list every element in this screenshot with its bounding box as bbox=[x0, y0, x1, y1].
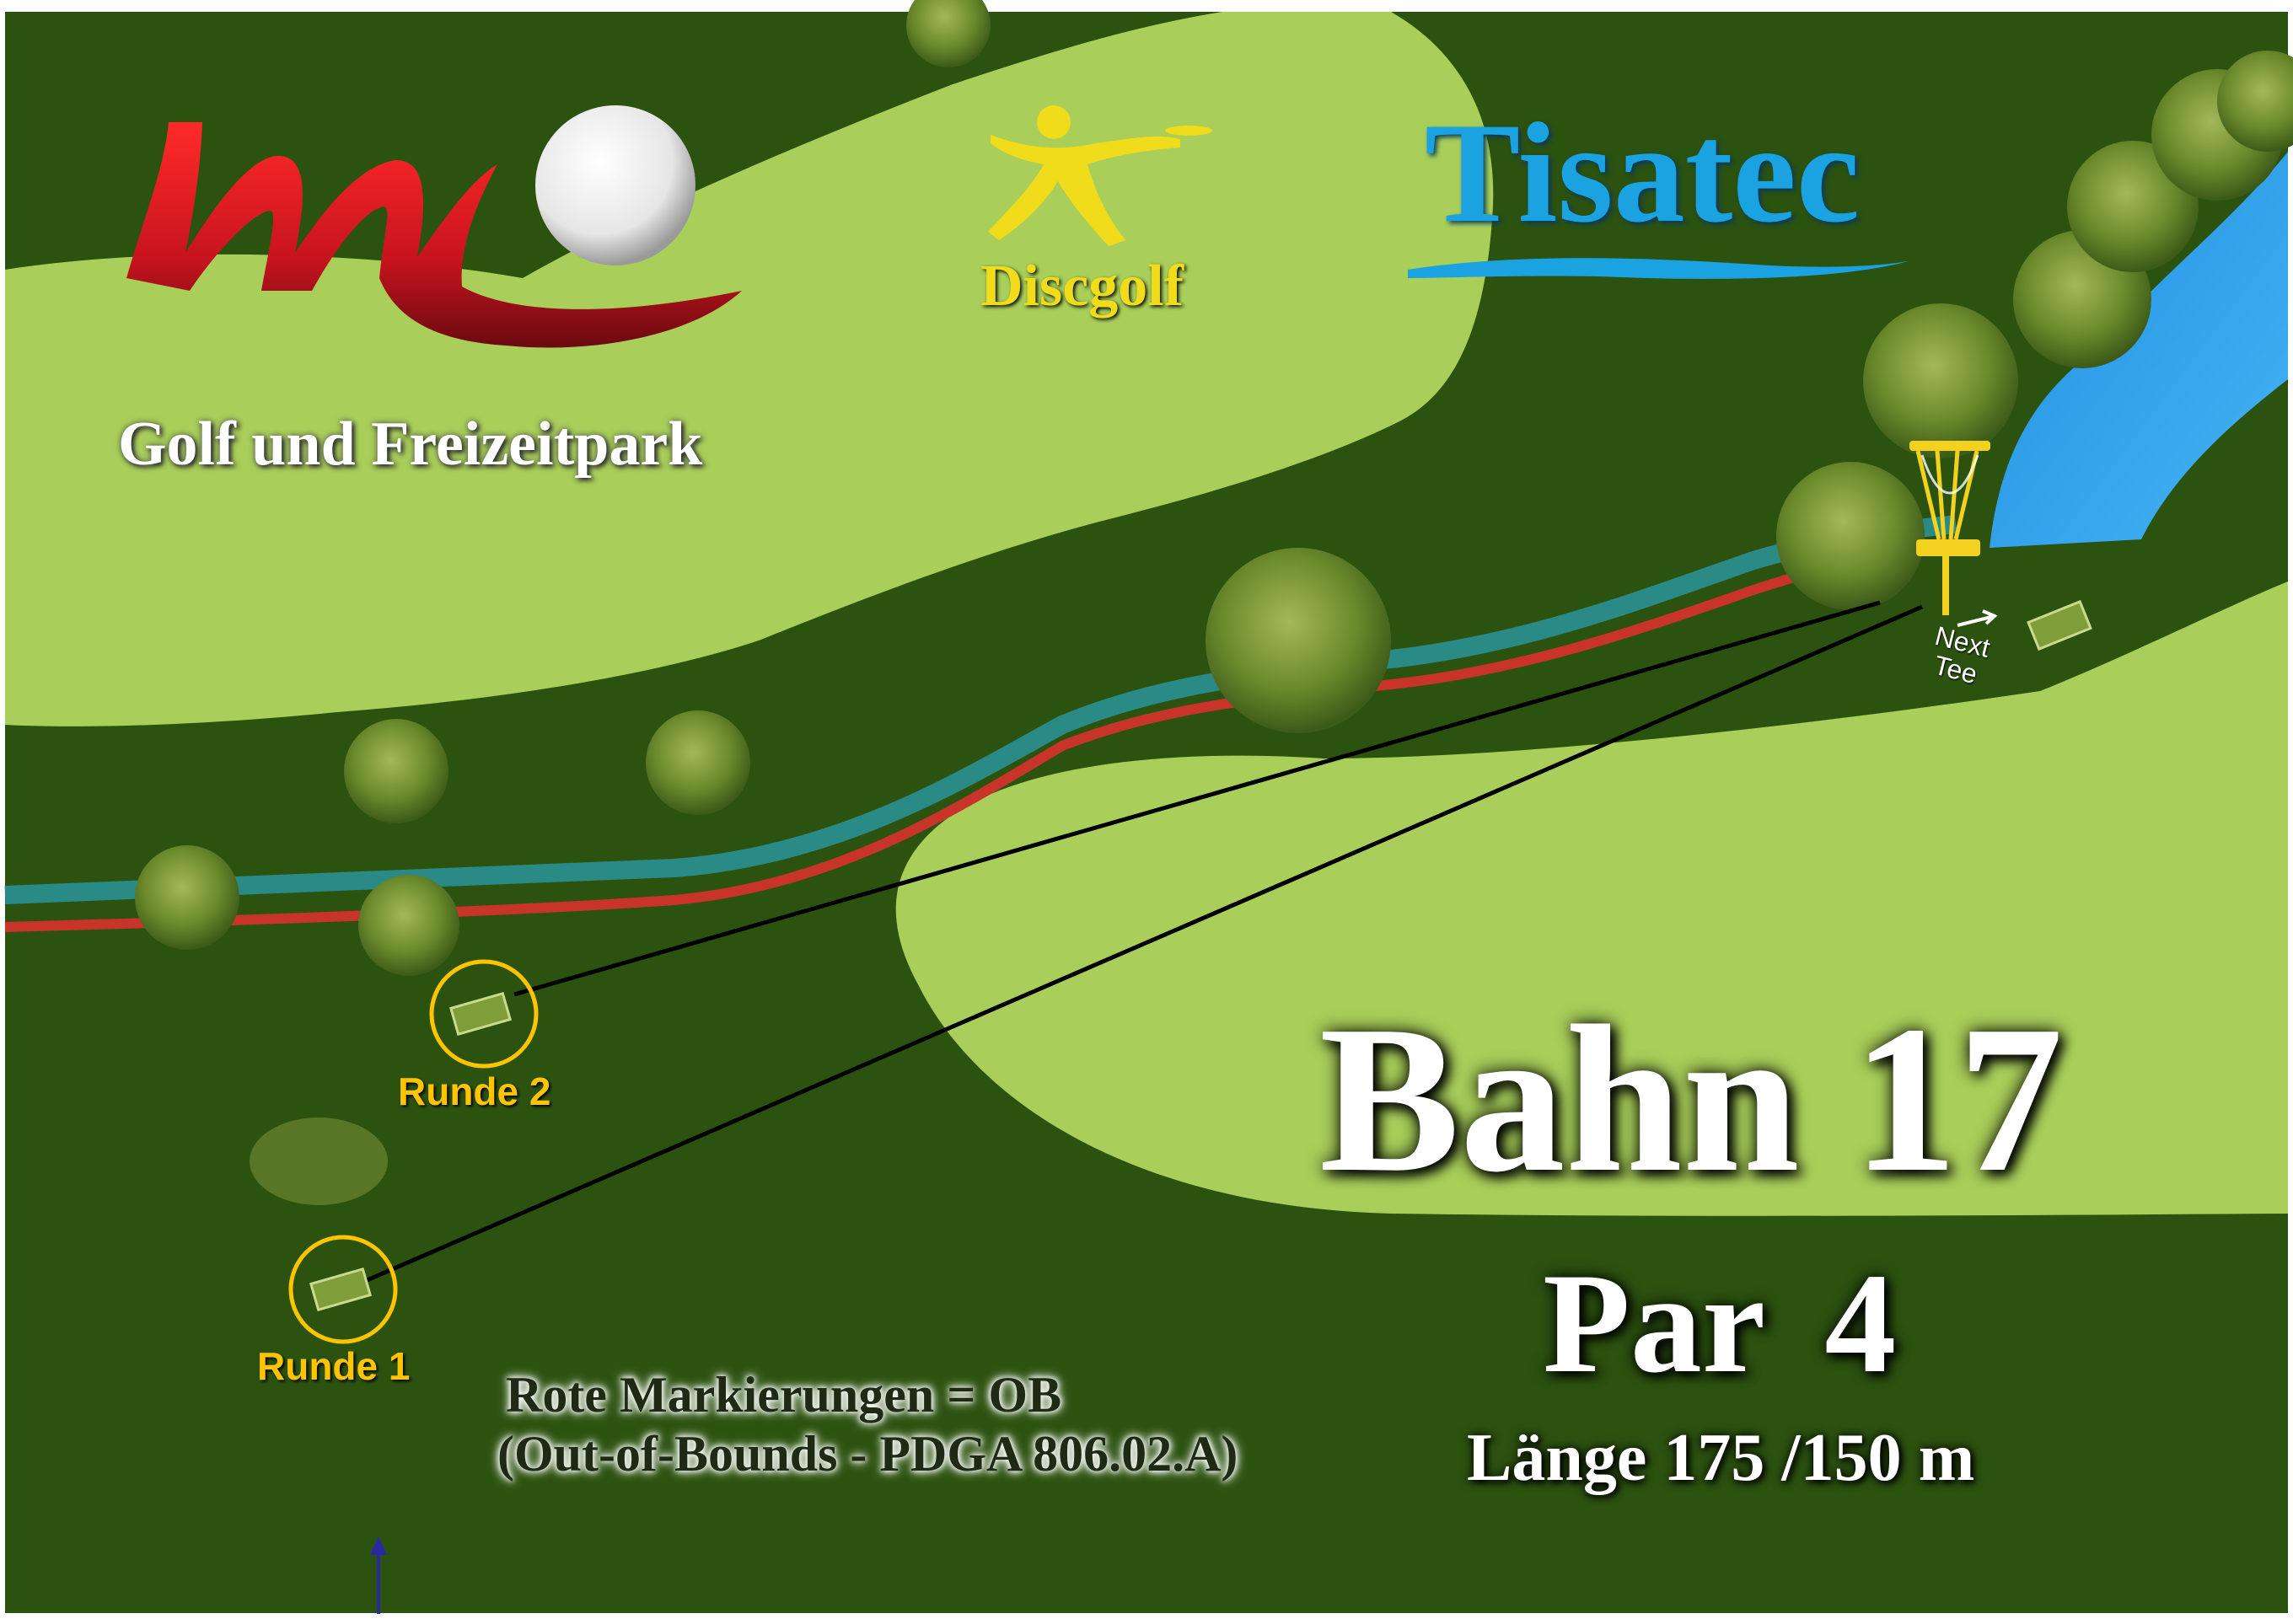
tee-runde-2[interactable] bbox=[429, 959, 539, 1069]
tisatec-swoosh bbox=[1408, 258, 1914, 279]
par-word: Par bbox=[1543, 1244, 1766, 1402]
north-arrow-icon bbox=[370, 1536, 387, 1614]
hole-title: Bahn 17 bbox=[1319, 983, 2064, 1216]
flight-line-runde-1 bbox=[345, 604, 1923, 1292]
tree bbox=[906, 0, 991, 67]
basket-icon[interactable] bbox=[1909, 441, 1990, 615]
tree bbox=[1776, 462, 1925, 610]
ob-legend-line2: (Out-of-Bounds - PDGA 806.02.A) bbox=[497, 1426, 1238, 1482]
golf-park-logo bbox=[126, 105, 742, 348]
par-value: 4 bbox=[1824, 1244, 1897, 1402]
tree bbox=[2217, 51, 2293, 152]
discgolf-thrower-icon bbox=[988, 105, 1212, 246]
tee-label-runde-2: Runde 2 bbox=[398, 1069, 551, 1113]
flight-line-runde-2 bbox=[513, 600, 1881, 997]
tree bbox=[344, 719, 448, 823]
park-name: Golf und Freizeitpark bbox=[118, 410, 703, 479]
arrow-right-icon bbox=[1957, 609, 1998, 627]
tree bbox=[358, 875, 459, 976]
tee-label-runde-1: Runde 1 bbox=[257, 1344, 411, 1388]
tisatec-logo-text: Tisatec bbox=[1425, 94, 1861, 252]
ob-line bbox=[4, 543, 1957, 932]
ob-legend-line1: Rote Markierungen = OB bbox=[506, 1367, 1062, 1423]
trees bbox=[135, 0, 2293, 976]
discgolf-label: Discgolf bbox=[980, 254, 1184, 319]
teal-band bbox=[4, 515, 1957, 904]
next-tee-pad[interactable] bbox=[2027, 599, 2092, 651]
tree bbox=[646, 710, 750, 815]
water-stream bbox=[1990, 152, 2288, 548]
hole-length: Länge 175 /150 m bbox=[1467, 1421, 1975, 1495]
tree bbox=[135, 845, 239, 950]
tree bbox=[1206, 548, 1391, 733]
grass-patch bbox=[250, 1118, 388, 1205]
fairway-lower bbox=[895, 582, 2288, 1216]
tee-runde-1[interactable] bbox=[288, 1235, 398, 1344]
tree bbox=[1863, 303, 2018, 458]
fairway-upper bbox=[5, 12, 1494, 726]
